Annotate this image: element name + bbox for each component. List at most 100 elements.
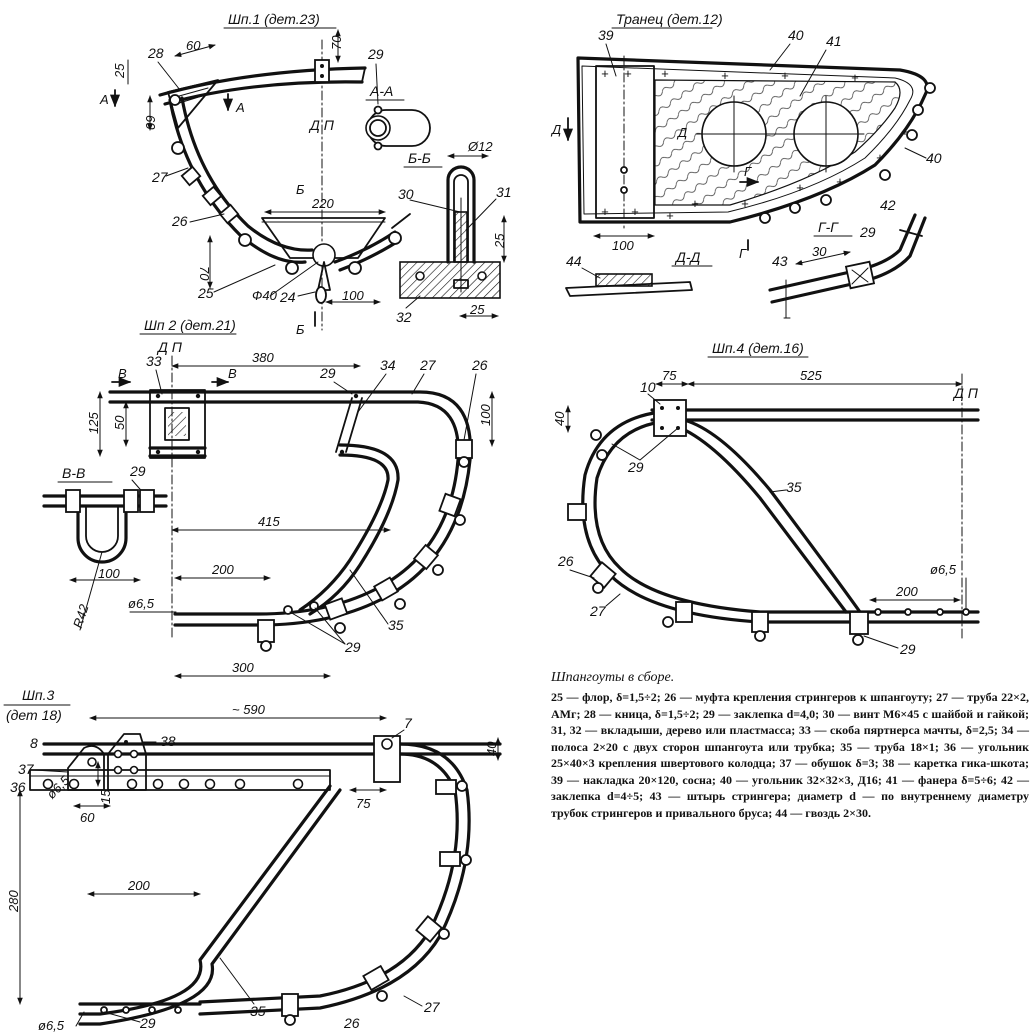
frame-2-callout-27: 27 bbox=[419, 357, 437, 373]
frame-1-dim-60v: 60 bbox=[143, 115, 158, 130]
frame-3-dim-75: 75 bbox=[356, 796, 371, 811]
frame-1-callout-24: 24 bbox=[279, 289, 296, 305]
section-b-b-dim-25-horizontal: 25 bbox=[469, 302, 485, 317]
section-g-g-label: Г-Г bbox=[818, 219, 839, 235]
frame-4-callout-29-bottom: 29 bbox=[899, 641, 916, 657]
frame-3-view: Шп.3 (дет 18) bbox=[3, 687, 502, 1033]
section-a-a: А-А 29 bbox=[365, 46, 431, 151]
svg-text:+: + bbox=[661, 66, 669, 81]
section-d-d-callout-44: 44 bbox=[566, 253, 582, 269]
frame-1-dim-phi40: Ф40 bbox=[252, 288, 278, 303]
legend-title: Шпангоуты в сборе. bbox=[551, 670, 675, 685]
transom-cut-d-label-2: Д bbox=[676, 125, 687, 140]
frame-3-title: Шп.3 bbox=[22, 687, 54, 703]
section-a-a-callout-29: 29 bbox=[367, 46, 384, 62]
frame-2-dim-d6-5: ø6,5 bbox=[128, 596, 155, 611]
frame-2-inner-tube-35 bbox=[298, 453, 390, 612]
frame-3-angle-holes bbox=[42, 778, 304, 790]
frame-4-outer-tube bbox=[581, 410, 980, 624]
frame-4-callout-35: 35 bbox=[786, 479, 802, 495]
frame-4-dim-525: 525 bbox=[800, 368, 822, 383]
section-g-g-callout-42: 42 bbox=[880, 197, 896, 213]
section-a-a-label: А-А bbox=[369, 83, 393, 99]
frame-1-dim-220: 220 bbox=[311, 196, 334, 211]
svg-text:+: + bbox=[796, 180, 804, 195]
frame-4-callout-29: 29 bbox=[627, 459, 644, 475]
frame-1-view: Шп.1 (дет.23) Д П bbox=[99, 11, 512, 337]
frame-4-callout-27: 27 bbox=[589, 603, 607, 619]
svg-text:+: + bbox=[851, 70, 859, 85]
sheet-carriage-38 bbox=[107, 733, 147, 791]
transom-callout-40-right: 40 bbox=[926, 150, 942, 166]
frame-1-cut-b-bottom: Б bbox=[296, 322, 305, 337]
frame-1-callout-27: 27 bbox=[151, 169, 169, 185]
frame-2-dp-label: Д П bbox=[156, 339, 183, 355]
stringer-sleeves-26 bbox=[169, 59, 402, 275]
frame-2-callout-29: 29 bbox=[319, 365, 336, 381]
section-d-d-label: Д-Д bbox=[674, 249, 701, 265]
frame-2-cut-v-right: В bbox=[228, 366, 237, 381]
transom-cut-g-label-2: Г bbox=[739, 246, 747, 261]
frame-2-callout-34: 34 bbox=[380, 357, 396, 373]
frame-1-cut-a-left: А bbox=[99, 92, 109, 107]
frame-3-callout-38: 38 bbox=[160, 733, 176, 749]
frame-3-callout-8: 8 bbox=[30, 735, 38, 751]
mast-bracket-33 bbox=[149, 389, 206, 459]
frame-4-view: Шп.4 (дет.16) Д П 75 525 40 bbox=[552, 340, 980, 657]
section-d-d: Д-Д 44 bbox=[565, 249, 713, 297]
svg-text:+: + bbox=[631, 204, 639, 219]
frame-2-callout-26: 26 bbox=[471, 357, 488, 373]
frame-3-dim-590: ~ 590 bbox=[232, 702, 266, 717]
frame-2-dim-380: 380 bbox=[252, 350, 274, 365]
section-v-v-dim-100: 100 bbox=[98, 566, 120, 581]
frame-3-dim-280: 280 bbox=[6, 890, 21, 913]
frame-1-dp-label: Д П bbox=[308, 117, 335, 133]
frame-3-callout-37: 37 bbox=[18, 761, 35, 777]
frame-2-dim-50: 50 bbox=[112, 415, 127, 430]
frame-1-dim-60: 60 bbox=[186, 38, 201, 53]
frame-4-dim-75: 75 bbox=[662, 368, 677, 383]
svg-text:+: + bbox=[781, 68, 789, 83]
frame-1-title: Шп.1 (дет.23) bbox=[228, 11, 320, 27]
svg-text:+: + bbox=[836, 174, 844, 189]
frame-2-title: Шп 2 (дет.21) bbox=[144, 317, 236, 333]
frame-2-dim-415: 415 bbox=[258, 514, 280, 529]
frame-4-dim-40: 40 bbox=[552, 411, 567, 426]
fitting-7 bbox=[373, 735, 401, 783]
transom-dim-100: 100 bbox=[612, 238, 634, 253]
legend: Шпангоуты в сборе. 25 — флор, δ=1,5÷2; 2… bbox=[551, 670, 1029, 821]
frame-1-dim-100: 100 bbox=[342, 288, 364, 303]
frame-3-callout-26: 26 bbox=[343, 1015, 360, 1031]
section-v-v: В-В 29 100 R42 bbox=[42, 463, 168, 631]
svg-text:+: + bbox=[624, 66, 632, 81]
frame-3-sleeves-26 bbox=[100, 779, 472, 1026]
frame-1-dim-25: 25 bbox=[112, 63, 127, 79]
frame-2-cut-v-left: В bbox=[118, 366, 127, 381]
frame-2-callout-29-bottom: 29 bbox=[344, 639, 361, 655]
frame-3-dim-60: 60 bbox=[80, 810, 95, 825]
section-b-b-callout-32: 32 bbox=[396, 309, 412, 325]
floor-plate-25 bbox=[261, 217, 386, 259]
frame-3-dim-15: 15 bbox=[98, 789, 113, 804]
section-v-v-label: В-В bbox=[62, 465, 85, 481]
transom-callout-39: 39 bbox=[598, 27, 614, 43]
section-b-b-callout-30: 30 bbox=[398, 186, 414, 202]
frame-3-dim-40: 40 bbox=[484, 741, 499, 756]
svg-text:+: + bbox=[666, 208, 674, 223]
frame-3-inner-tube-35 bbox=[78, 784, 332, 1016]
frame-4-dp-label: Д П bbox=[952, 385, 979, 401]
section-v-v-callout-29: 29 bbox=[129, 463, 146, 479]
transom-cut-d-label: Д bbox=[550, 122, 561, 137]
frame-2-dim-200: 200 bbox=[211, 562, 234, 577]
frame-4-callout-10: 10 bbox=[640, 379, 656, 395]
frame-1-cut-b-top: Б bbox=[296, 182, 305, 197]
transom-title: Транец (дет.12) bbox=[616, 11, 723, 27]
svg-text:+: + bbox=[876, 150, 884, 165]
transom-view: Транец (дет.12) ++++++ +++++++++ Д Д Г Г bbox=[550, 11, 942, 319]
frame-4-title: Шп.4 (дет.16) bbox=[712, 340, 804, 356]
frame-1-cut-a-right: А bbox=[235, 100, 245, 115]
frame-2-view: Шп 2 (дет.21) Д П bbox=[42, 317, 495, 679]
frame-1-callout-25: 25 bbox=[197, 285, 214, 301]
frame-2-outer-tube bbox=[173, 390, 473, 627]
